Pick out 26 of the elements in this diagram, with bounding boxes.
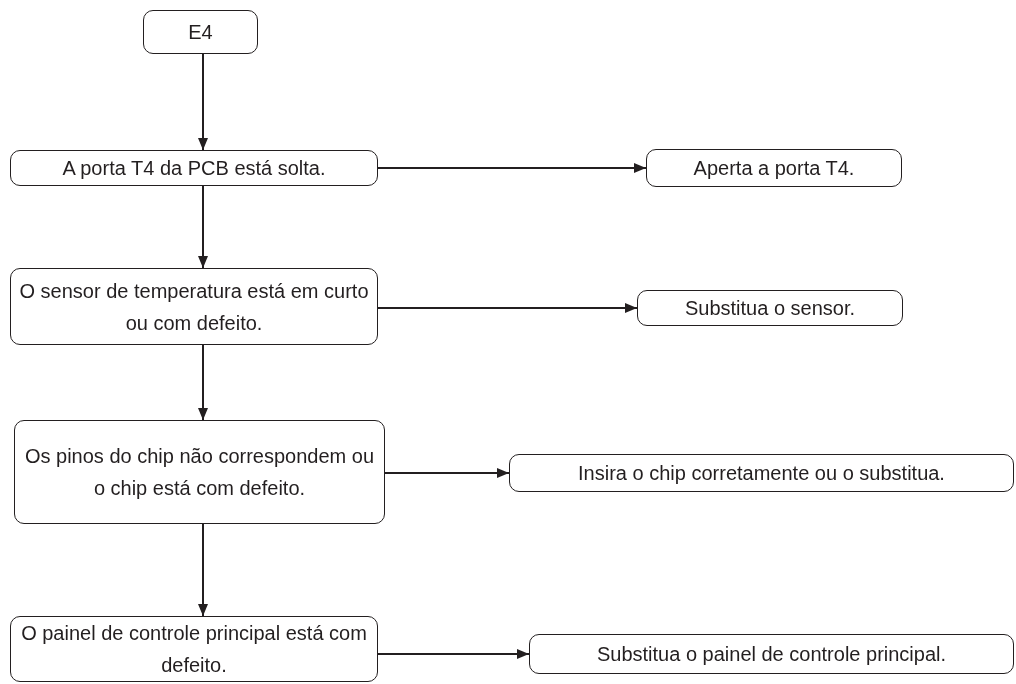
arrow xyxy=(384,468,510,478)
process-box xyxy=(509,454,1014,492)
arrow xyxy=(377,649,530,659)
box-text: O sensor de temperatura está em curto ou com defeito. xyxy=(18,278,370,336)
process-box xyxy=(14,420,385,524)
process-box xyxy=(10,150,378,186)
box-text: O painel de controle principal está com defeito. xyxy=(20,621,368,678)
process-box xyxy=(637,290,903,326)
process-box xyxy=(529,634,1014,674)
box-text: Insira o chip corretamente ou o substitua. xyxy=(578,461,945,486)
box-text: A porta T4 da PCB está solta. xyxy=(62,156,326,181)
arrow xyxy=(198,523,208,617)
box-text: Substitua o sensor. xyxy=(684,296,856,321)
box-text: Aperta a porta T4. xyxy=(693,156,855,181)
box-text: Os pinos do chip não correspondem ou o chip está com defeito. xyxy=(23,444,376,501)
process-box xyxy=(143,10,258,54)
process-box xyxy=(646,149,902,187)
arrow xyxy=(198,185,208,269)
arrow xyxy=(377,163,647,173)
process-box xyxy=(10,268,378,345)
arrow xyxy=(198,344,208,421)
process-box xyxy=(10,616,378,682)
box-text: Substitua o painel de controle principal. xyxy=(596,642,947,667)
arrow xyxy=(377,303,638,313)
box-text: E4 xyxy=(188,20,213,45)
arrow xyxy=(198,53,208,151)
